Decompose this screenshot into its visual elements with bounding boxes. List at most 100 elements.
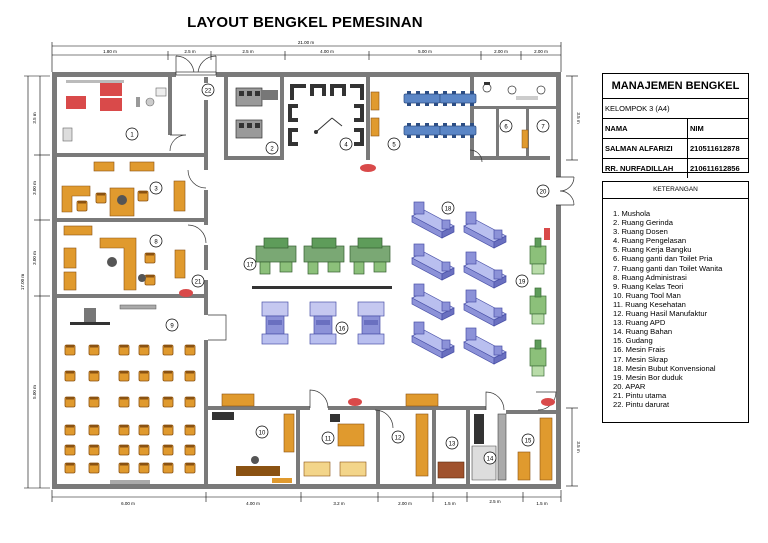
classroom-chair <box>64 344 76 356</box>
dim-bottom: 2.5 m <box>489 499 501 504</box>
outer-walls <box>52 72 561 489</box>
dim-left: 3.00 m <box>32 181 37 195</box>
dim-top: 2.5 m <box>242 49 254 54</box>
classroom-chair <box>138 462 150 474</box>
room-number-label: 7 <box>541 124 545 130</box>
room-kesehatan <box>303 414 367 477</box>
management-heading: MANAJEMEN BENGKEL <box>603 74 748 99</box>
room-hasil-manufaktur <box>415 413 429 477</box>
dim-right: 3.5 m <box>576 112 581 124</box>
member-nim: 210511612878 <box>687 139 740 158</box>
classroom-chair <box>118 370 130 382</box>
col-name: NAMA <box>605 124 628 133</box>
room-gudang <box>517 417 553 481</box>
legend-item: 17. Mesin Skrap <box>613 354 668 364</box>
legend-item: 5. Ruang Kerja Bangku <box>613 245 692 255</box>
member-name: SALMAN ALFARIZI <box>605 144 673 153</box>
room-number-14: 14 <box>483 451 497 465</box>
classroom-chair <box>88 424 100 436</box>
classroom-chair <box>88 396 100 408</box>
classroom-chair <box>138 370 150 382</box>
legend-item: 10. Ruang Tool Man <box>613 290 681 300</box>
room-number-label: 19 <box>519 279 526 285</box>
room-number-17: 17 <box>243 257 257 271</box>
room-gerinda <box>235 87 278 139</box>
room-number-label: 18 <box>445 206 452 212</box>
room-number-label: 17 <box>247 262 254 268</box>
dim-left: 3.5 m <box>32 112 37 124</box>
classroom-chair <box>118 462 130 474</box>
dim-bottom: 1.5 m <box>444 501 456 506</box>
room-number-label: 9 <box>170 323 174 329</box>
legend-item: 7. Ruang ganti dan Toilet Wanita <box>613 263 723 273</box>
room-kelas-teori <box>64 304 196 484</box>
dim-top: 2.00 m <box>494 49 508 54</box>
classroom-chair <box>118 444 130 456</box>
room-number-16: 16 <box>335 321 349 335</box>
room-number-label: 3 <box>154 186 158 192</box>
legend-item: 8. Ruang Administrasi <box>613 272 687 282</box>
dim-bottom: 4.00 m <box>246 501 260 506</box>
room-number-10: 10 <box>255 425 269 439</box>
legend-item: 11. Ruang Kesehatan <box>613 299 686 309</box>
classroom-chair <box>162 396 174 408</box>
room-number-label: 1 <box>130 132 134 138</box>
room-number-label: 15 <box>525 438 532 444</box>
room-number-12: 12 <box>391 430 405 444</box>
legend-item: 15. Gudang <box>613 336 653 346</box>
room-toilets <box>482 82 546 149</box>
room-number-label: 4 <box>344 142 348 148</box>
room-number-6: 6 <box>499 119 513 133</box>
dim-bottom: 3.2 m <box>333 501 345 506</box>
divider-line <box>252 286 392 289</box>
room-number-3: 3 <box>149 181 163 195</box>
dim-left: 3.00 m <box>32 251 37 265</box>
room-number-11: 11 <box>321 431 335 445</box>
classroom-chair <box>64 444 76 456</box>
classroom-chair <box>118 424 130 436</box>
room-number-7: 7 <box>536 119 550 133</box>
dim-left: 5.00 m <box>32 385 37 399</box>
room-number-21: 21 <box>191 274 205 288</box>
member-nim: 210611612856 <box>687 159 740 178</box>
group-row: KELOMPOK 3 (A4) <box>603 99 748 119</box>
dim-bottom: 2.00 m <box>398 501 412 506</box>
legend-item: 21. Pintu utama <box>613 390 667 400</box>
dim-right: 3.5 m <box>576 441 581 453</box>
legend-item: 1. Mushola <box>613 209 651 218</box>
dim-left-total: 17.00 m <box>20 274 25 291</box>
page-title: LAYOUT BENGKEL PEMESINAN <box>187 14 423 31</box>
classroom-chair <box>88 344 100 356</box>
classroom-chair <box>88 444 100 456</box>
room-number-2: 2 <box>265 141 279 155</box>
room-pengelasan <box>288 84 380 146</box>
classroom-chair <box>138 444 150 456</box>
dim-bottom: 1.5 m <box>536 501 548 506</box>
room-number-label: 12 <box>395 435 402 441</box>
room-number-label: 13 <box>449 441 456 447</box>
legend-item: 3. Ruang Dosen <box>613 227 668 237</box>
legend-item: 4. Ruang Pengelasan <box>613 236 687 246</box>
room-number-5: 5 <box>387 137 401 151</box>
classroom-chair <box>184 444 196 456</box>
classroom-chair <box>88 462 100 474</box>
classroom-chair <box>162 462 174 474</box>
classroom-chair <box>138 396 150 408</box>
col-nim: NIM <box>687 119 704 138</box>
dim-top: 2.00 m <box>534 49 548 54</box>
room-number-4: 4 <box>339 137 353 151</box>
room-number-label: 5 <box>392 142 396 148</box>
legend-item: 9. Ruang Kelas Teori <box>613 281 684 291</box>
legend-item: 6. Ruang ganti dan Toilet Pria <box>613 254 713 264</box>
classroom-chair <box>88 370 100 382</box>
legend-item: 14. Ruang Bahan <box>613 327 673 337</box>
room-number-label: 11 <box>325 436 332 442</box>
room-number-13: 13 <box>445 436 459 450</box>
dim-bottom: 6.00 m <box>121 501 135 506</box>
room-tool-man <box>212 412 295 483</box>
room-number-label: 6 <box>504 124 508 130</box>
apar-icon <box>179 164 555 406</box>
legend-item: 18. Mesin Bubut Konvensional <box>613 363 716 373</box>
